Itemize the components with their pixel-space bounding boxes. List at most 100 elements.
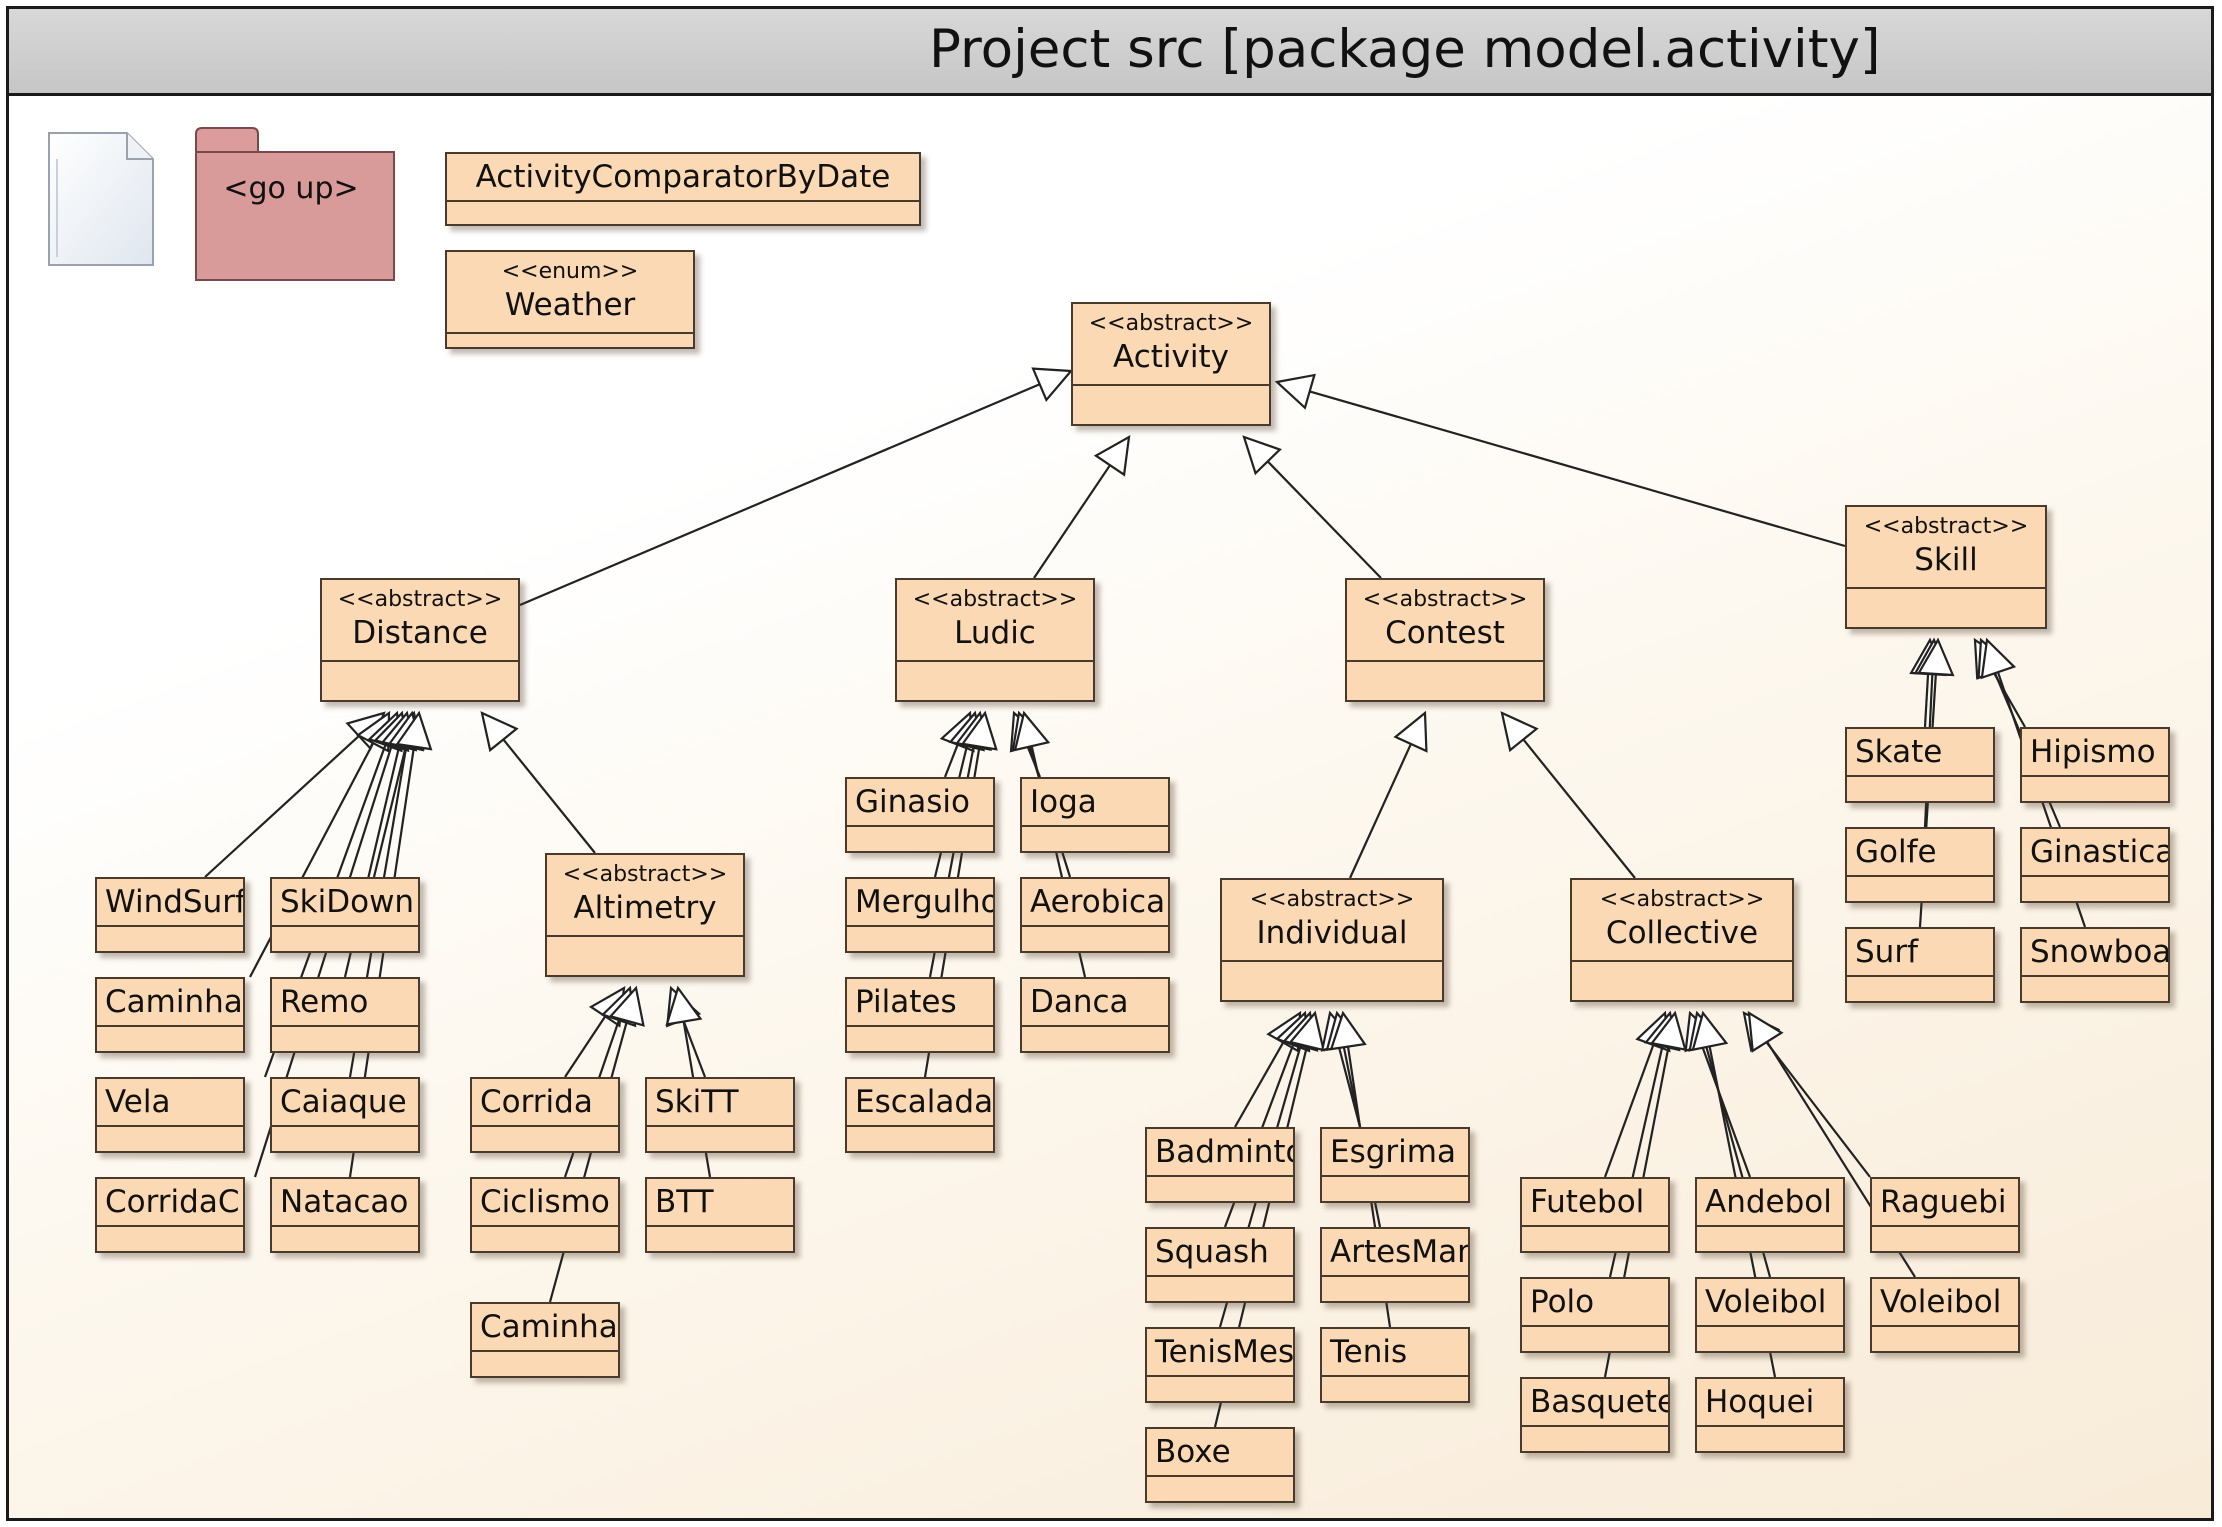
class-header: Andebol (1697, 1179, 1843, 1227)
class-ioga[interactable]: Ioga (1020, 777, 1170, 853)
class-name: Mergulho (855, 884, 993, 920)
class-header: Danca (1022, 979, 1168, 1027)
class-name: Remo (280, 984, 369, 1020)
class-stereotype: <<abstract>> (912, 587, 1078, 612)
class-header: <<enum>> Weather (447, 252, 693, 334)
class-caminhada[interactable]: Caminhada (95, 977, 245, 1053)
class-header: <<abstract>>Activity (1073, 304, 1269, 386)
class-ludic[interactable]: <<abstract>>Ludic (895, 578, 1095, 702)
class-pilates[interactable]: Pilates (845, 977, 995, 1053)
class-skidown[interactable]: SkiDown (270, 877, 420, 953)
class-escalada[interactable]: Escalada (845, 1077, 995, 1153)
class-name: Pilates (855, 984, 957, 1020)
class-weather[interactable]: <<enum>> Weather (445, 250, 695, 349)
class-skate[interactable]: Skate (1845, 727, 1995, 803)
class-boxe[interactable]: Boxe (1145, 1427, 1295, 1503)
class-tenis[interactable]: Tenis (1320, 1327, 1470, 1403)
class-windsurf[interactable]: WindSurf (95, 877, 245, 953)
class-caminhada2[interactable]: Caminha (470, 1302, 620, 1378)
diagram-window: Project src [package model.activity] <go… (6, 6, 2214, 1521)
class-name: ArtesMarciais (1330, 1234, 1468, 1270)
class-squash[interactable]: Squash (1145, 1227, 1295, 1303)
class-vela[interactable]: Vela (95, 1077, 245, 1153)
class-voleibol2[interactable]: Voleibol (1870, 1277, 2020, 1353)
class-corrida[interactable]: Corrida (470, 1077, 620, 1153)
class-name: Badminton (1155, 1134, 1293, 1170)
class-activity[interactable]: <<abstract>>Activity (1071, 302, 1271, 426)
class-hoquei[interactable]: Hoquei (1695, 1377, 1845, 1453)
class-header: <<abstract>>Skill (1847, 507, 2045, 589)
class-name: Contest (1385, 615, 1505, 651)
class-distance[interactable]: <<abstract>>Distance (320, 578, 520, 702)
class-collective[interactable]: <<abstract>>Collective (1570, 878, 1794, 1002)
class-raguebi[interactable]: Raguebi (1870, 1177, 2020, 1253)
class-stereotype: <<enum>> (501, 259, 639, 284)
class-comparator[interactable]: ActivityComparatorByDate (445, 152, 921, 226)
class-surf[interactable]: Surf (1845, 927, 1995, 1003)
class-name: Polo (1530, 1284, 1595, 1320)
class-badminton[interactable]: Badminton (1145, 1127, 1295, 1203)
class-header: <<abstract>>Contest (1347, 580, 1543, 662)
class-header: Hipismo (2022, 729, 2168, 777)
generalization-altimetry-to-distance (480, 711, 596, 854)
class-voleibol[interactable]: Voleibol (1695, 1277, 1845, 1353)
class-ginasio[interactable]: Ginasio (845, 777, 995, 853)
class-header: Vela (97, 1079, 243, 1127)
class-artesmarciais[interactable]: ArtesMarciais (1320, 1227, 1470, 1303)
class-name: Basquetebol (1530, 1384, 1668, 1420)
class-danca[interactable]: Danca (1020, 977, 1170, 1053)
class-ginastica[interactable]: Ginastica (2020, 827, 2170, 903)
class-skitt[interactable]: SkiTT (645, 1077, 795, 1153)
class-snowboard[interactable]: Snowboard (2020, 927, 2170, 1003)
class-altimetry[interactable]: <<abstract>>Altimetry (545, 853, 745, 977)
class-remo[interactable]: Remo (270, 977, 420, 1053)
class-skill[interactable]: <<abstract>>Skill (1845, 505, 2047, 629)
class-natacao[interactable]: Natacao (270, 1177, 420, 1253)
class-basquetebol[interactable]: Basquetebol (1520, 1377, 1670, 1453)
generalization-distance-to-activity (519, 367, 1074, 607)
class-individual[interactable]: <<abstract>>Individual (1220, 878, 1444, 1002)
class-name: Raguebi (1880, 1184, 2007, 1220)
class-name: Andebol (1705, 1184, 1832, 1220)
class-polo[interactable]: Polo (1520, 1277, 1670, 1353)
class-stereotype: <<abstract>> (1599, 887, 1765, 912)
class-name: SkiDown (280, 884, 415, 920)
class-header: Hoquei (1697, 1379, 1843, 1427)
class-futebol[interactable]: Futebol (1520, 1177, 1670, 1253)
class-aerobica[interactable]: Aerobica (1020, 877, 1170, 953)
class-name: Ciclismo (480, 1184, 610, 1220)
class-name: Caiaque (280, 1084, 407, 1120)
class-stereotype: <<abstract>> (1088, 311, 1254, 336)
class-header: <<abstract>>Ludic (897, 580, 1093, 662)
class-stereotype: <<abstract>> (1249, 887, 1415, 912)
class-name: Corrida (480, 1084, 593, 1120)
class-header: Polo (1522, 1279, 1668, 1327)
class-golfe[interactable]: Golfe (1845, 827, 1995, 903)
class-name: Surf (1855, 934, 1918, 970)
class-esgrima[interactable]: Esgrima (1320, 1127, 1470, 1203)
folder-icon[interactable] (190, 124, 402, 286)
class-mergulho[interactable]: Mergulho (845, 877, 995, 953)
class-btt[interactable]: BTT (645, 1177, 795, 1253)
class-name: Hoquei (1705, 1384, 1815, 1420)
class-header: SkiDown (272, 879, 418, 927)
class-contest[interactable]: <<abstract>>Contest (1345, 578, 1545, 702)
class-name: Hipismo (2030, 734, 2156, 770)
class-stereotype: <<abstract>> (1863, 514, 2029, 539)
class-caiaque[interactable]: Caiaque (270, 1077, 420, 1153)
class-header: Ginastica (2022, 829, 2168, 877)
class-name: Weather (504, 287, 636, 323)
class-name: Caminhada (105, 984, 243, 1020)
class-tenismesa[interactable]: TenisMesa (1145, 1327, 1295, 1403)
class-andebol[interactable]: Andebol (1695, 1177, 1845, 1253)
class-name: Voleibol (1880, 1284, 2002, 1320)
class-header: Futebol (1522, 1179, 1668, 1227)
document-icon[interactable] (43, 129, 159, 271)
class-header: Ioga (1022, 779, 1168, 827)
class-header: Squash (1147, 1229, 1293, 1277)
class-header: Natacao (272, 1179, 418, 1227)
class-ciclismo[interactable]: Ciclismo (470, 1177, 620, 1253)
class-header: SkiTT (647, 1079, 793, 1127)
class-corridacorta[interactable]: CorridaC (95, 1177, 245, 1253)
class-hipismo[interactable]: Hipismo (2020, 727, 2170, 803)
